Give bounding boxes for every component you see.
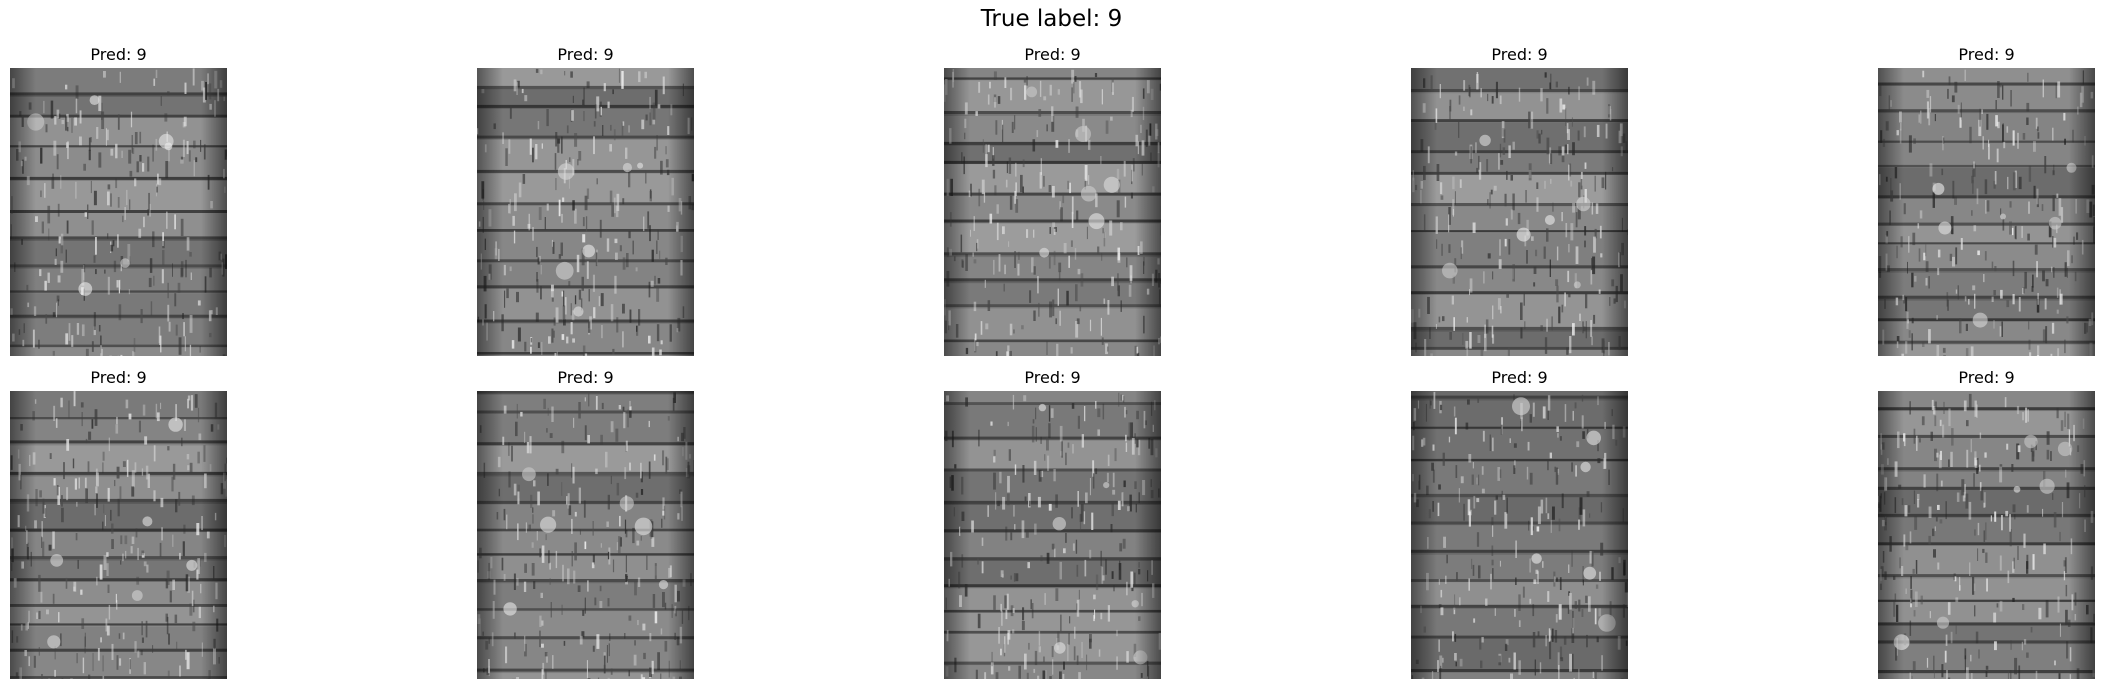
bark-image <box>944 391 1161 679</box>
bark-image <box>477 391 694 679</box>
panel-title: Pred: 9 <box>1491 45 1548 64</box>
bark-texture <box>944 68 1161 356</box>
panel-title: Pred: 9 <box>90 368 147 387</box>
panel-title: Pred: 9 <box>1958 45 2015 64</box>
bark-image <box>1878 68 2095 356</box>
bark-image <box>477 68 694 356</box>
panel-title: Pred: 9 <box>1024 45 1081 64</box>
bark-texture <box>1411 68 1628 356</box>
bark-image <box>944 68 1161 356</box>
bark-texture <box>477 68 694 356</box>
bark-texture <box>477 391 694 679</box>
panel-title: Pred: 9 <box>1958 368 2015 387</box>
figure-suptitle: True label: 9 <box>980 6 1123 32</box>
panel-title: Pred: 9 <box>557 45 614 64</box>
bark-texture <box>10 68 227 356</box>
panel-title: Pred: 9 <box>90 45 147 64</box>
panel-title: Pred: 9 <box>1491 368 1548 387</box>
bark-texture <box>1411 391 1628 679</box>
bark-texture <box>944 391 1161 679</box>
bark-image <box>10 68 227 356</box>
bark-texture <box>10 391 227 679</box>
bark-image <box>1878 391 2095 679</box>
bark-image <box>10 391 227 679</box>
bark-image <box>1411 68 1628 356</box>
bark-image <box>1411 391 1628 679</box>
bark-texture <box>1878 68 2095 356</box>
panel-title: Pred: 9 <box>1024 368 1081 387</box>
panel-title: Pred: 9 <box>557 368 614 387</box>
bark-texture <box>1878 391 2095 679</box>
